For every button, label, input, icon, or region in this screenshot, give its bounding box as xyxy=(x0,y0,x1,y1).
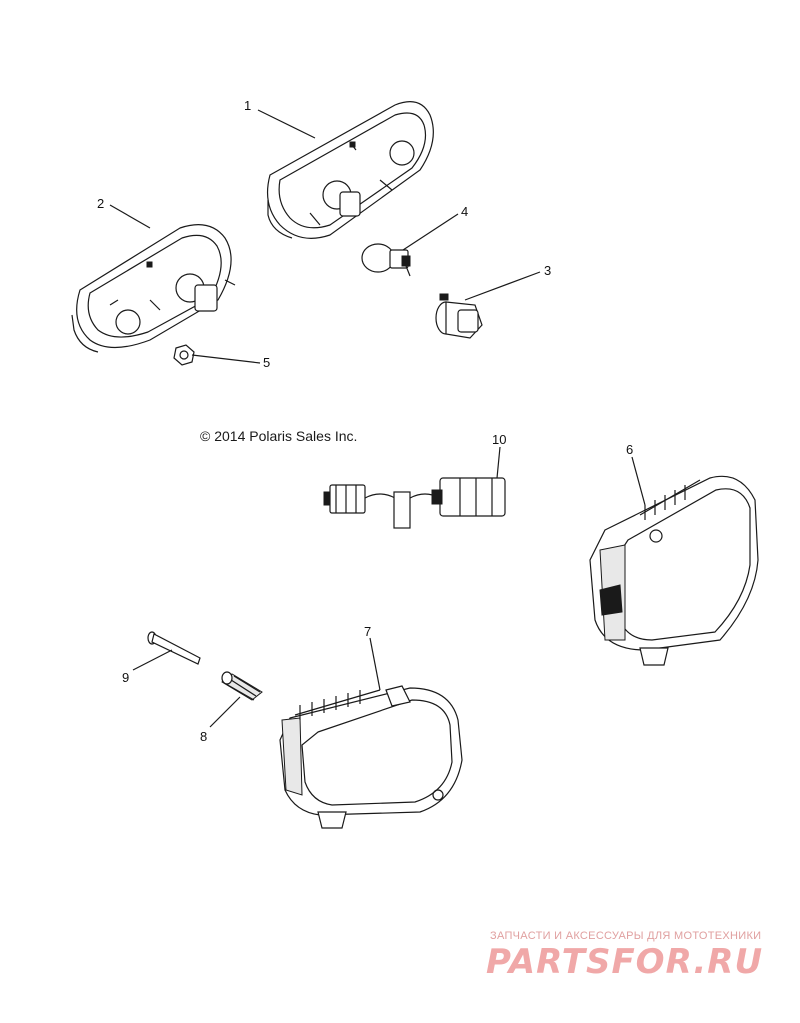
callout-10: 10 xyxy=(492,432,506,447)
part-2-tail-light-housing xyxy=(71,224,236,353)
callout-9: 9 xyxy=(122,670,129,685)
callout-4: 4 xyxy=(461,204,468,219)
callout-7: 7 xyxy=(364,624,371,639)
callout-5: 5 xyxy=(263,355,270,370)
part-9-bolt xyxy=(147,631,201,665)
callout-1: 1 xyxy=(244,98,251,113)
leader-lines xyxy=(109,109,646,728)
callout-8: 8 xyxy=(200,729,207,744)
callout-6: 6 xyxy=(626,442,633,457)
part-8-grommet xyxy=(221,671,263,701)
part-1-tail-light-housing xyxy=(267,101,434,239)
copyright-notice: © 2014 Polaris Sales Inc. xyxy=(200,428,358,444)
part-10-harness-adapter xyxy=(323,477,506,529)
callout-3: 3 xyxy=(544,263,551,278)
part-4-bulb xyxy=(361,243,411,277)
callout-2: 2 xyxy=(97,196,104,211)
part-6-headlight xyxy=(589,475,759,666)
part-5-nut xyxy=(173,344,195,366)
watermark-tagline: ЗАПЧАСТИ И АКСЕССУАРЫ ДЛЯ МОТОТЕХНИКИ xyxy=(490,930,762,942)
watermark-logo: PARTSFOR.RU xyxy=(486,942,764,982)
part-7-headlight xyxy=(279,685,463,829)
callout-labels: 1 2 3 4 5 6 7 8 9 10 xyxy=(97,98,633,744)
part-3-socket xyxy=(435,293,483,339)
